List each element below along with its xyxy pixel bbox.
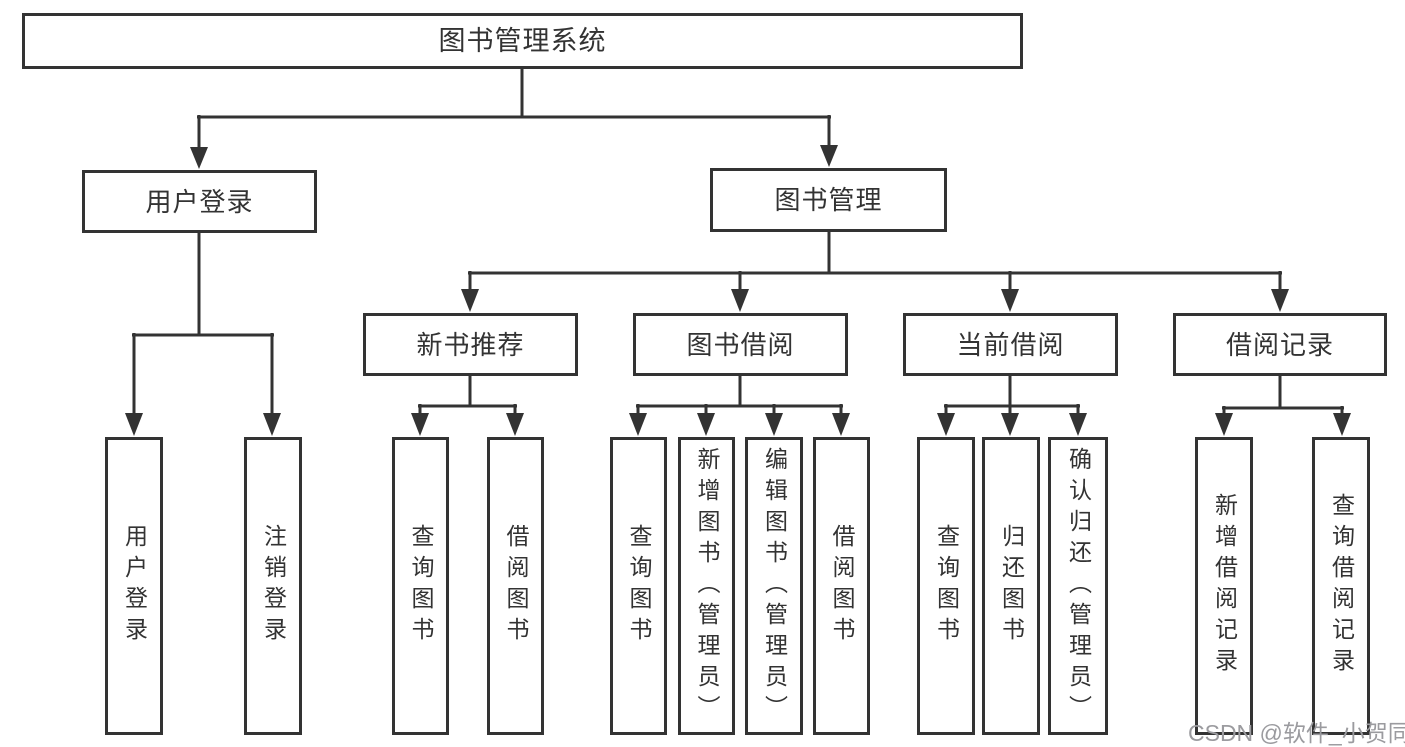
node-current-borrow: 当前借阅 <box>903 313 1118 376</box>
leaf-query-books: 查询图书 <box>610 437 667 735</box>
node-root: 图书管理系统 <box>22 13 1023 69</box>
node-new-book-recommend: 新书推荐 <box>363 313 578 376</box>
leaf-return-books: 归还图书 <box>982 437 1040 735</box>
node-borrow-records: 借阅记录 <box>1173 313 1387 376</box>
leaf-confirm-return-admin: 确认归还（管理员） <box>1048 437 1108 735</box>
user-login-branch-connector <box>125 231 281 436</box>
leaf-borrow-books: 借阅图书 <box>813 437 870 735</box>
leaf-query-borrow-record: 查询借阅记录 <box>1312 437 1370 735</box>
leaf-user-login: 用户登录 <box>105 437 163 735</box>
leaf-edit-books-admin: 编辑图书（管理员） <box>745 437 803 735</box>
node-book-management: 图书管理 <box>710 168 947 232</box>
book-management-branch-connector <box>461 230 1289 312</box>
csdn-watermark: CSDN @软件_小贺同学 <box>1188 720 1405 746</box>
leaf-borrow-books: 借阅图书 <box>487 437 544 735</box>
book-borrow-branch-connector <box>629 374 850 436</box>
borrow-records-branch-connector <box>1215 374 1351 436</box>
current-borrow-branch-connector <box>937 374 1087 436</box>
leaf-query-books: 查询图书 <box>917 437 975 735</box>
node-user-login: 用户登录 <box>82 170 317 233</box>
leaf-logout: 注销登录 <box>244 437 302 735</box>
leaf-query-books: 查询图书 <box>392 437 449 735</box>
leaf-add-borrow-record: 新增借阅记录 <box>1195 437 1253 735</box>
new-book-branch-connector <box>411 374 524 436</box>
leaf-add-books-admin: 新增图书（管理员） <box>678 437 735 735</box>
node-book-borrow: 图书借阅 <box>633 313 848 376</box>
root-branch-connector <box>190 66 838 169</box>
